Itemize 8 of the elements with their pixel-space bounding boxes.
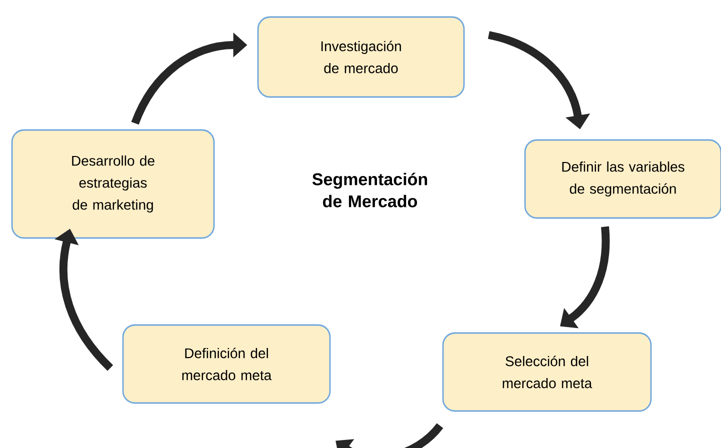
process-box: Desarrollo de estrategias de marketing [11,129,215,239]
diagram-title: Segmentación de Mercado [312,172,428,208]
process-box: Selección del mercado meta [442,332,652,412]
curved-arrow [560,226,610,328]
process-box: Investigación de mercado [257,16,465,98]
process-box: Definir las variables de segmentación [524,139,721,219]
process-box: Definición del mercado meta [122,324,331,404]
curved-arrow [336,423,444,448]
